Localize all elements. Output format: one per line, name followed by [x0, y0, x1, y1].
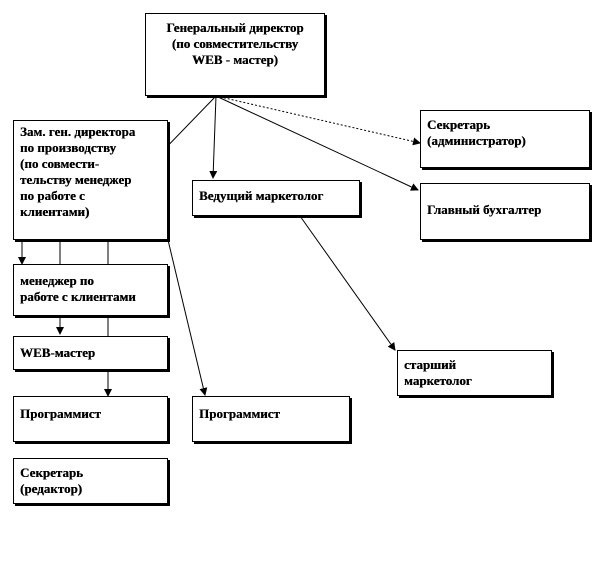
node-secretary-editor: Секретарь (редактор) — [13, 458, 168, 504]
node-lead-marketer: Ведущий маркетолог — [192, 180, 360, 216]
arrow-lead-to-senior-marketer — [299, 215, 396, 351]
node-general-director: Генеральный директор (по совместительств… — [145, 13, 325, 96]
node-chief-accountant: Главный бухгалтер — [420, 183, 590, 240]
arrow-deputy-to-programmer-mid — [167, 239, 208, 396]
node-client-manager: менеджер по работе с клиентами — [13, 264, 168, 316]
node-secretary-admin: Секретарь (администратор) — [420, 110, 590, 168]
arrow-gd-to-lead-marketer — [209, 95, 218, 179]
arrow-gd-to-secretary-admin — [215, 95, 421, 146]
node-programmer-left: Программист — [13, 396, 168, 442]
arrow-gd-to-chief-accountant — [215, 95, 419, 191]
node-web-master: WEB-мастер — [13, 336, 168, 370]
node-deputy-director: Зам. ген. директора по производству (по … — [13, 120, 168, 240]
node-senior-marketer: старший маркетолог — [397, 350, 552, 396]
node-programmer-mid: Программист — [192, 396, 350, 442]
